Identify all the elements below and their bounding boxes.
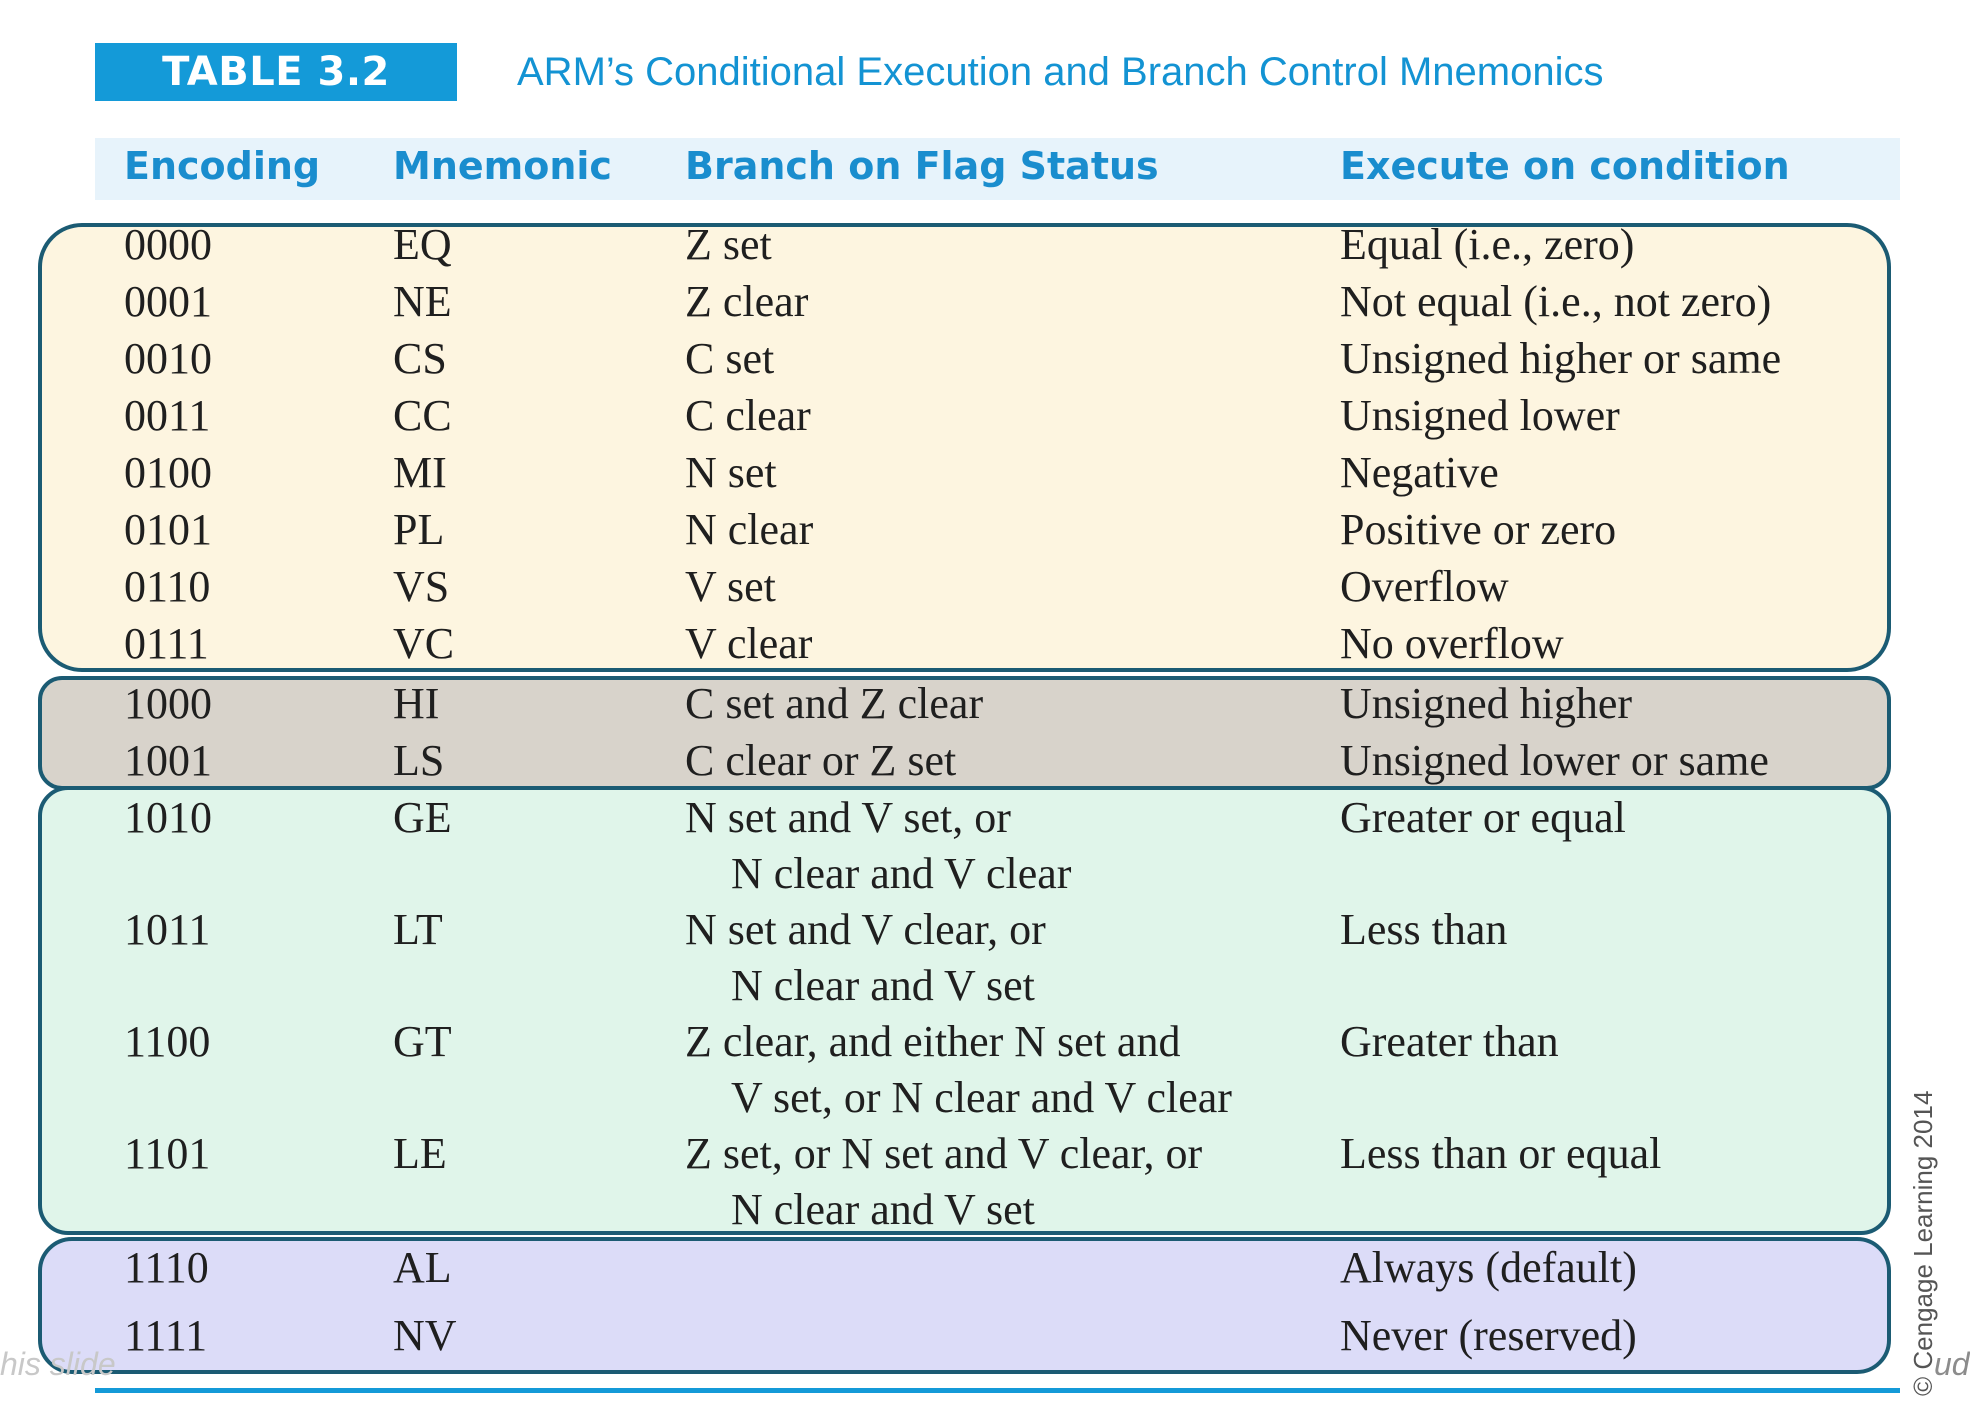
bottom-rule — [95, 1388, 1900, 1393]
flag-line-1: N set and V clear, or — [685, 905, 1046, 954]
cell-mnemonic: GT — [393, 1017, 452, 1066]
cell-mnemonic: NV — [393, 1311, 457, 1360]
cell-encoding: 1011 — [124, 905, 211, 954]
cell-mnemonic: HI — [393, 679, 440, 728]
cell-encoding: 0000 — [124, 220, 212, 269]
cell-encoding: 1110 — [124, 1243, 209, 1292]
cell-flag-status: V set — [685, 562, 776, 611]
cell-encoding: 1010 — [124, 793, 212, 842]
cell-flag-status: N set and V set, or N clear and V clear — [685, 790, 1071, 902]
cell-encoding: 0010 — [124, 334, 212, 383]
cell-mnemonic: VS — [393, 562, 450, 611]
cell-execute-condition: Always (default) — [1340, 1243, 1637, 1292]
cell-flag-status: Z set — [685, 220, 772, 269]
cell-encoding: 0100 — [124, 448, 212, 497]
cell-mnemonic: AL — [393, 1243, 452, 1292]
cell-encoding: 1000 — [124, 679, 212, 728]
cell-mnemonic: PL — [393, 505, 445, 554]
cell-execute-condition: Negative — [1340, 448, 1499, 497]
cell-flag-status: Z clear, and either N set and V set, or N… — [685, 1014, 1232, 1126]
cell-mnemonic: GE — [393, 793, 452, 842]
flag-line-1: Z set, or N set and V clear, or — [685, 1129, 1203, 1178]
cell-execute-condition: Equal (i.e., zero) — [1340, 220, 1635, 269]
cell-encoding: 1001 — [124, 736, 212, 785]
group-single-flag-conditions — [38, 223, 1891, 672]
cell-flag-status: C set — [685, 334, 775, 383]
cell-encoding: 1111 — [124, 1311, 208, 1360]
cell-mnemonic: EQ — [393, 220, 452, 269]
cell-execute-condition: Positive or zero — [1340, 505, 1617, 554]
header-flag-status: Branch on Flag Status — [685, 144, 1159, 188]
cell-flag-status: C clear or Z set — [685, 736, 957, 785]
cell-mnemonic: LS — [393, 736, 445, 785]
cell-flag-status: C set and Z clear — [685, 679, 984, 728]
flag-line-2: N clear and V set — [731, 1185, 1035, 1234]
cell-execute-condition: Greater than — [1340, 1017, 1559, 1066]
cell-flag-status: N set and V clear, or N clear and V set — [685, 902, 1046, 1014]
cell-flag-status: C clear — [685, 391, 811, 440]
cell-flag-status: Z set, or N set and V clear, or N clear a… — [685, 1126, 1202, 1238]
cell-encoding: 0011 — [124, 391, 211, 440]
cell-mnemonic: CC — [393, 391, 452, 440]
group-always-never — [38, 1237, 1891, 1374]
cell-mnemonic: LE — [393, 1129, 447, 1178]
cell-encoding: 0110 — [124, 562, 211, 611]
flag-line-2: N clear and V clear — [731, 849, 1072, 898]
background-text-fragment-left: his slide — [0, 1346, 116, 1382]
flag-line-2: N clear and V set — [731, 961, 1035, 1010]
cell-mnemonic: NE — [393, 277, 452, 326]
header-mnemonic: Mnemonic — [393, 144, 612, 188]
cell-execute-condition: Never (reserved) — [1340, 1311, 1637, 1360]
cell-flag-status: Z clear — [685, 277, 809, 326]
cell-encoding: 0001 — [124, 277, 212, 326]
header-execute-condition: Execute on condition — [1340, 144, 1790, 188]
cell-encoding: 0101 — [124, 505, 212, 554]
cell-mnemonic: VC — [393, 619, 455, 668]
cell-encoding: 0111 — [124, 619, 209, 668]
flag-line-2: V set, or N clear and V clear — [731, 1073, 1232, 1122]
cell-flag-status: V clear — [685, 619, 813, 668]
background-text-fragment-right: ud — [1934, 1346, 1970, 1382]
cell-flag-status: N set — [685, 448, 777, 497]
table-title: ARM’s Conditional Execution and Branch C… — [517, 50, 1604, 94]
flag-line-1: Z clear, and either N set and — [685, 1017, 1181, 1066]
group-signed-compare — [38, 786, 1891, 1235]
cell-mnemonic: MI — [393, 448, 447, 497]
cell-mnemonic: LT — [393, 905, 443, 954]
cell-execute-condition: Less than — [1340, 905, 1508, 954]
cell-execute-condition: Unsigned higher — [1340, 679, 1633, 728]
cell-encoding: 1100 — [124, 1017, 211, 1066]
cell-execute-condition: Unsigned higher or same — [1340, 334, 1782, 383]
cell-execute-condition: Greater or equal — [1340, 793, 1626, 842]
cell-execute-condition: Unsigned lower or same — [1340, 736, 1769, 785]
cell-execute-condition: No overflow — [1340, 619, 1564, 668]
cell-flag-status: N clear — [685, 505, 814, 554]
header-encoding: Encoding — [124, 144, 321, 188]
cell-execute-condition: Overflow — [1340, 562, 1509, 611]
flag-line-1: N set and V set, or — [685, 793, 1011, 842]
cell-execute-condition: Not equal (i.e., not zero) — [1340, 277, 1772, 326]
cell-mnemonic: CS — [393, 334, 447, 383]
cell-execute-condition: Unsigned lower — [1340, 391, 1620, 440]
cell-execute-condition: Less than or equal — [1340, 1129, 1662, 1178]
table-number-badge: TABLE 3.2 — [95, 43, 457, 101]
header-band — [95, 138, 1900, 200]
cell-encoding: 1101 — [124, 1129, 211, 1178]
